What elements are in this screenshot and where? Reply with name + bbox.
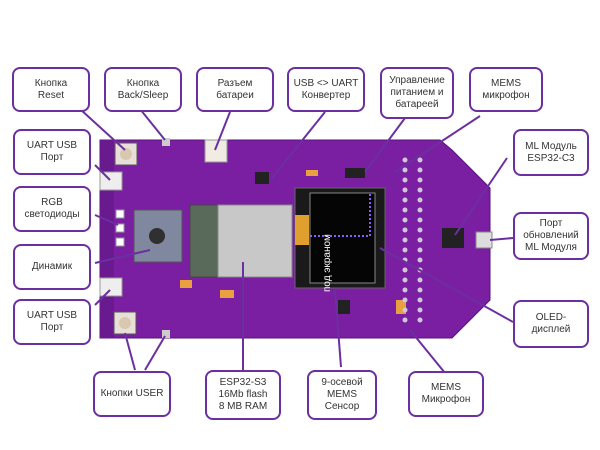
label-text: Порт обновлений ML Модуля: [523, 218, 579, 253]
label-text: UART USB Порт: [26, 140, 78, 163]
header-pin: [417, 277, 423, 283]
battery-connector-part: [204, 139, 228, 163]
header-pin: [402, 237, 408, 243]
header-pin: [402, 167, 408, 173]
header-pin: [417, 167, 423, 173]
label-mems-mic-top: MEMS микрофон: [469, 67, 543, 112]
pcb-left-edge: [100, 140, 114, 338]
label-text: Кнопка Reset: [34, 77, 68, 101]
header-pin: [417, 287, 423, 293]
header-pin: [402, 277, 408, 283]
header-pin: [417, 307, 423, 313]
label-back-sleep-button: Кнопка Back/Sleep: [104, 67, 182, 112]
oled-screen: [309, 192, 376, 284]
label-ml-update-port: Порт обновлений ML Модуля: [513, 212, 589, 260]
header-pin: [417, 237, 423, 243]
label-text: Управление питанием и батареей: [389, 75, 445, 110]
label-text: 9-осевой MEMS Сенсор: [321, 377, 363, 412]
label-text: ML Модуль ESP32-C3: [525, 140, 577, 164]
usb-uart-chip: [255, 172, 269, 184]
header-pin: [402, 317, 408, 323]
label-text: USB <> UART Конвертер: [293, 77, 359, 101]
header-pin: [417, 247, 423, 253]
header-pin: [417, 187, 423, 193]
esp32-s3-module: [217, 204, 293, 278]
imu-chip: [338, 300, 350, 314]
label-text: Разъем батареи: [216, 77, 254, 101]
label-text: UART USB Порт: [26, 310, 78, 333]
header-pin: [402, 187, 408, 193]
header-pin: [402, 177, 408, 183]
label-text: MEMS Микрофон: [421, 382, 471, 405]
label-usb-uart-converter: USB <> UART Конвертер: [287, 67, 365, 112]
header-pin: [417, 197, 423, 203]
label-text: ESP32-S3 16Mb flash 8 MB RAM: [218, 377, 268, 412]
header-pin: [417, 257, 423, 263]
label-battery-connector: Разъем батареи: [196, 67, 274, 112]
label-power-management: Управление питанием и батареей: [380, 67, 454, 119]
leader-lines: [79, 108, 514, 374]
esp32-antenna: [189, 204, 219, 278]
header-pin: [402, 247, 408, 253]
header-pin: [402, 217, 408, 223]
label-text: MEMS микрофон: [482, 77, 530, 101]
rgb-led-2: [115, 223, 125, 233]
header-pin: [417, 317, 423, 323]
rgb-led-3: [115, 237, 125, 247]
label-mems-mic-bottom: MEMS Микрофон: [408, 371, 484, 417]
label-text: Кнопки USER: [100, 388, 164, 399]
header-pin: [417, 217, 423, 223]
label-text: RGB светодиоды: [24, 197, 80, 220]
header-pin: [417, 297, 423, 303]
label-ml-module: ML Модуль ESP32-C3: [513, 129, 589, 176]
rgb-led-1: [115, 209, 125, 219]
label-text: OLED- дисплей: [531, 312, 571, 335]
header-pin: [417, 177, 423, 183]
under-screen-text: под экраном: [322, 234, 333, 292]
label-oled-display: OLED- дисплей: [513, 300, 589, 348]
power-chip: [345, 168, 365, 178]
label-text: Кнопка Back/Sleep: [117, 77, 169, 101]
header-pin: [417, 207, 423, 213]
label-rgb-leds: RGB светодиоды: [13, 186, 91, 232]
back-sleep-part: [162, 138, 170, 146]
header-pin: [402, 197, 408, 203]
header-pin: [402, 207, 408, 213]
header-pin: [402, 157, 408, 163]
label-text: Динамик: [31, 261, 73, 272]
header-pin: [417, 227, 423, 233]
ml-chip: [442, 228, 464, 248]
ml-usb-port-part: [475, 231, 493, 249]
header-pin: [402, 287, 408, 293]
header-pin: [402, 267, 408, 273]
header-pin: [402, 307, 408, 313]
header-pin: [417, 157, 423, 163]
label-esp32-s3: ESP32-S3 16Mb flash 8 MB RAM: [205, 370, 281, 420]
header-pin: [402, 297, 408, 303]
label-speaker: Динамик: [13, 244, 91, 290]
label-imu-sensor: 9-осевой MEMS Сенсор: [307, 370, 377, 420]
label-uart-usb-port-bottom: UART USB Порт: [13, 299, 91, 345]
label-user-buttons: Кнопки USER: [93, 371, 171, 417]
pin-header-left: [402, 157, 408, 323]
usb-port-bottom-part: [99, 277, 123, 297]
header-pin: [402, 227, 408, 233]
label-reset-button: Кнопка Reset: [12, 67, 90, 112]
label-uart-usb-port-top: UART USB Порт: [13, 129, 91, 175]
